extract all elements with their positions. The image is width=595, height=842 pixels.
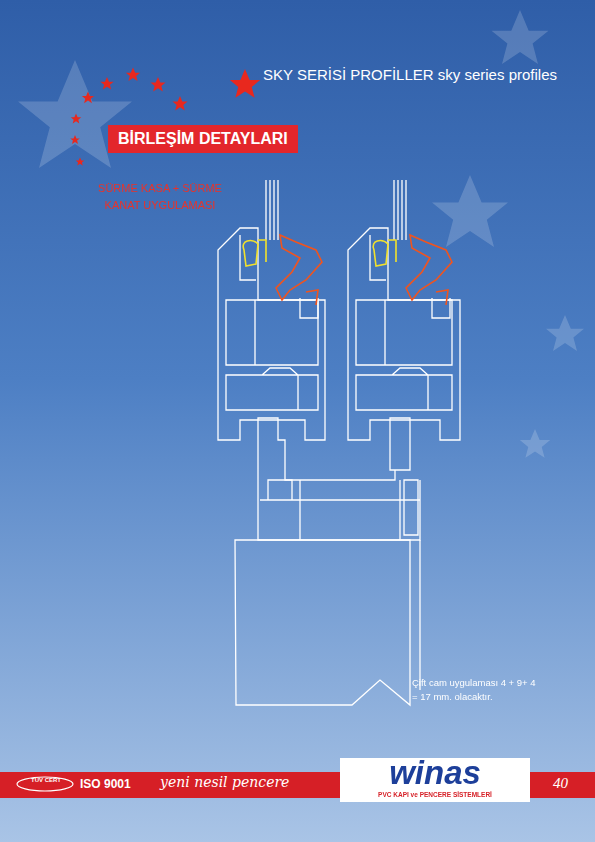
brand-tagline: PVC KAPI ve PENCERE SİSTEMLERİ — [343, 791, 527, 798]
note: Çift cam uygulaması 4 + 9+ 4 = 17 mm. ol… — [412, 676, 536, 705]
band-text: yeni nesil pencere — [160, 774, 289, 790]
page-header: SKY SERİSİ PROFİLLER sky series profiles — [263, 66, 583, 83]
cert-logo: TÜV CERT — [28, 777, 64, 783]
brand-logo: winas — [350, 756, 520, 789]
title-band: BİRLEŞİM DETAYLARI — [108, 125, 298, 153]
section-label: SÜRME KASA + SÜRME KANAT UYGULAMASI — [95, 180, 225, 214]
band-text: 40 — [553, 775, 568, 792]
band-text: ISO 9001 — [80, 777, 131, 791]
band-text: BİRLEŞİM DETAYLARI — [118, 130, 288, 148]
